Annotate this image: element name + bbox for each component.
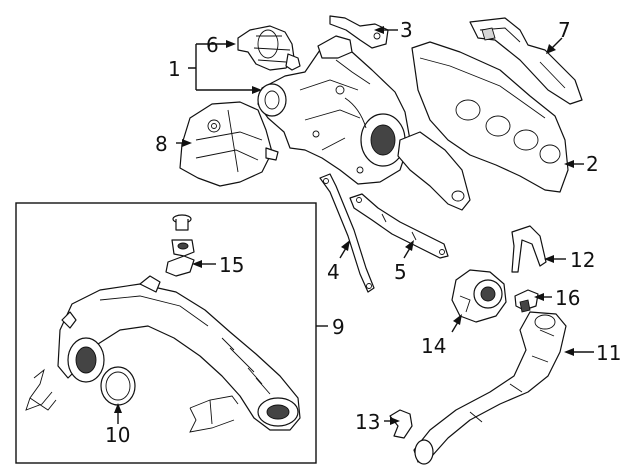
part-9-group-box xyxy=(15,202,317,464)
leader-1 xyxy=(188,43,252,91)
leader-14 xyxy=(451,321,459,333)
arrow-8 xyxy=(182,139,192,147)
callout-15: 15 xyxy=(219,253,244,277)
arrow-15 xyxy=(192,260,202,268)
part-8-heat-shield xyxy=(179,101,279,187)
part-5-bracket xyxy=(349,193,449,259)
callout-7: 7 xyxy=(558,18,571,42)
callout-4: 4 xyxy=(327,260,340,284)
arrow-7 xyxy=(546,44,556,54)
callout-5: 5 xyxy=(394,260,407,284)
callout-14: 14 xyxy=(421,334,446,358)
arrow-3 xyxy=(374,26,384,34)
leader-5 xyxy=(403,247,411,259)
arrow-2 xyxy=(564,160,574,168)
arrow-1a xyxy=(226,40,236,48)
callout-3: 3 xyxy=(400,18,413,42)
callout-2: 2 xyxy=(586,152,599,176)
part-11-intake-pipe xyxy=(413,311,567,465)
part-2-exhaust-manifold xyxy=(397,41,569,211)
part-3-bracket xyxy=(329,15,389,49)
arrow-5 xyxy=(405,240,414,251)
arrow-11 xyxy=(564,348,574,356)
part-4-support-rod xyxy=(319,173,375,293)
arrow-10 xyxy=(114,403,122,413)
arrow-14 xyxy=(453,314,462,325)
callout-16: 16 xyxy=(555,286,580,310)
callout-13: 13 xyxy=(355,410,380,434)
callout-6: 6 xyxy=(206,33,219,57)
callout-1: 1 xyxy=(168,57,181,81)
part-9-air-duct xyxy=(57,275,301,431)
callout-11: 11 xyxy=(596,341,621,365)
arrow-4 xyxy=(341,240,350,251)
part-6-actuator xyxy=(237,25,301,71)
part-7-heat-shield xyxy=(469,17,583,105)
part-16-sensor xyxy=(514,289,539,313)
wire-clip-right xyxy=(189,395,239,433)
callout-9: 9 xyxy=(332,315,345,339)
arrow-1b xyxy=(252,86,262,94)
part-10-o-ring xyxy=(100,366,136,406)
callout-10: 10 xyxy=(105,423,130,447)
part-13-clip xyxy=(389,409,413,439)
wire-clip-left xyxy=(25,368,57,411)
leader-4 xyxy=(339,247,347,259)
part-12-bracket xyxy=(511,225,547,273)
callout-8: 8 xyxy=(155,132,168,156)
part-14-valve xyxy=(451,269,507,323)
arrow-16 xyxy=(534,293,544,301)
part-15-fitting xyxy=(165,214,195,277)
arrow-12 xyxy=(544,255,554,263)
arrow-13 xyxy=(390,417,400,425)
part-1-turbocharger xyxy=(257,35,411,185)
leader-7 xyxy=(551,37,563,49)
callout-12: 12 xyxy=(570,248,595,272)
